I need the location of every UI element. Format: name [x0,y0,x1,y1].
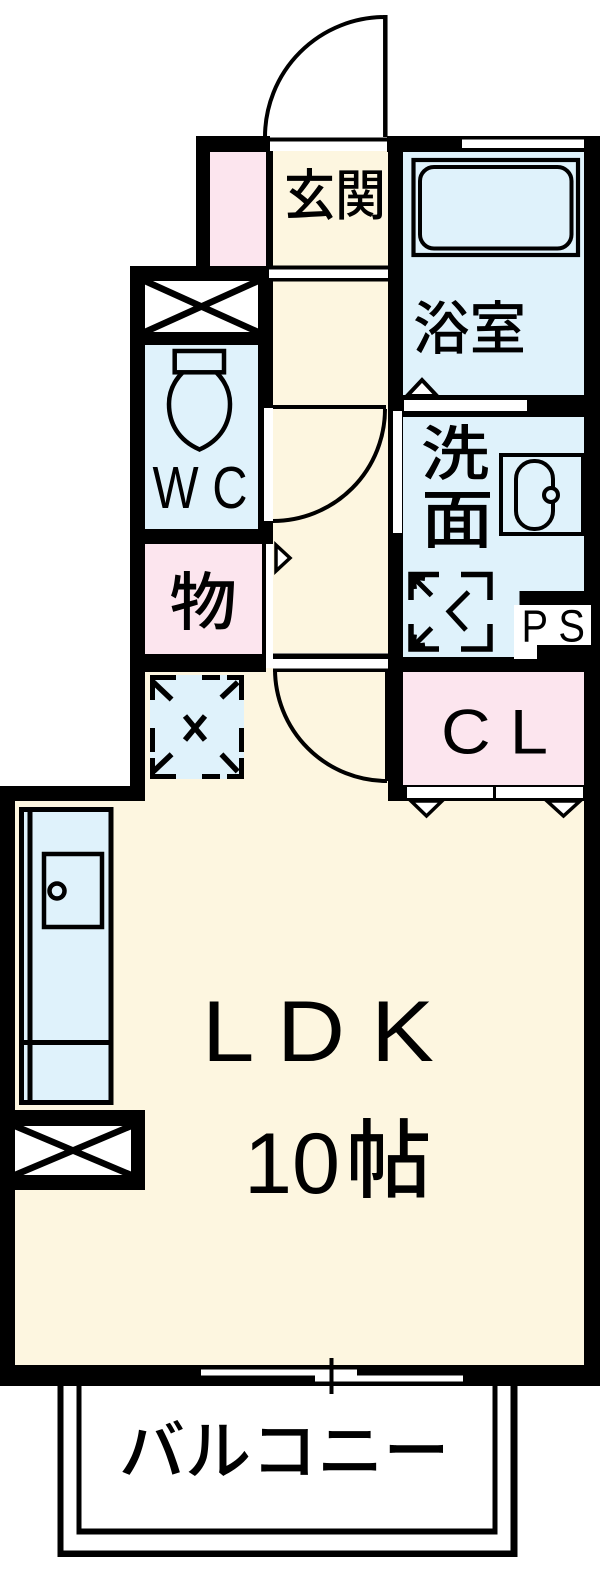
svg-text:W C: W C [153,455,248,521]
svg-text:10: 10 [244,1116,340,1212]
svg-text:P S: P S [522,601,586,652]
svg-text:C L: C L [441,698,548,768]
svg-text:L D K: L D K [202,984,434,1080]
